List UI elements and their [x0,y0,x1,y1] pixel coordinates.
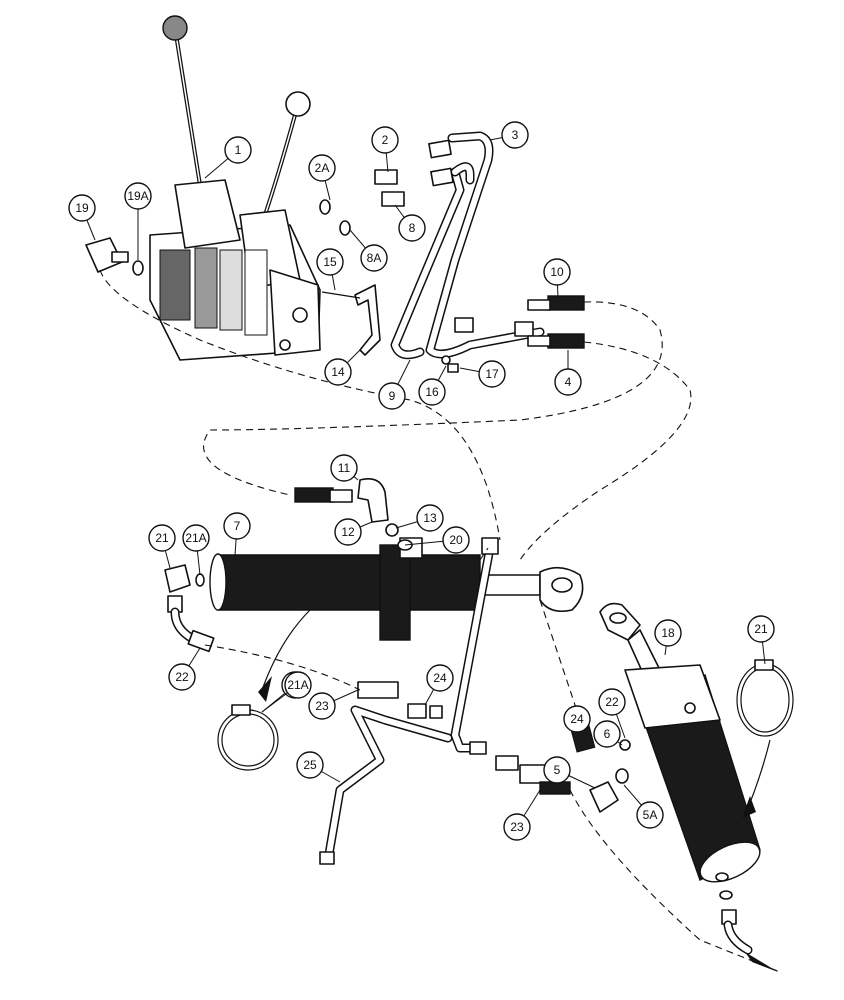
callout-circle [442,526,470,554]
callout-label: 21A [185,531,206,545]
cylinder-left [164,478,584,771]
callout-circle [543,756,571,784]
callout-label: 8 [409,221,416,235]
callout-label: 22 [175,670,189,684]
callout-label: 18 [661,626,675,640]
callout-label: 24 [433,671,447,685]
callout-circle [426,664,454,692]
callout-label: 2A [315,161,330,175]
callout-label: 2 [382,133,389,147]
callout-circle [593,720,621,748]
callout-circle [324,358,352,386]
tube-assembly-lower [319,537,571,865]
callout-circle [360,244,388,272]
callout-label: 3 [512,128,519,142]
callout-circle [747,615,775,643]
callout-label: 24 [570,712,584,726]
callout-label: 1 [235,143,242,157]
callout-label: 21A [287,678,308,692]
callout-label: 23 [315,699,329,713]
callout-label: 11 [338,461,351,475]
callout-circle [308,154,336,182]
callout-circle [148,524,176,552]
callout-circle [563,705,591,733]
callout-circle [224,136,252,164]
hose-routing [99,269,781,973]
tube-assemblies [319,131,585,373]
callout-label: 12 [341,525,355,539]
callout-label: 5 [554,763,561,777]
callout-circle [308,692,336,720]
callout-label: 21 [155,531,169,545]
callout-label: 5A [643,808,658,822]
callout-label: 16 [425,385,439,399]
callout-circle [182,524,210,552]
callout-circle [478,360,506,388]
callout-label: 20 [449,533,463,547]
callout-circle [543,258,571,286]
callout-label: 21 [754,622,768,636]
callout-circle [296,751,324,779]
cylinder-right [568,602,794,955]
callout-label: 13 [423,511,437,525]
callout-label: 14 [331,365,345,379]
callout-label: 22 [605,695,619,709]
callout-label: 15 [323,255,337,269]
control-valve-assembly [85,15,321,361]
callout-circle [416,504,444,532]
callout-circle [378,382,406,410]
callout-circle [503,813,531,841]
callout-circle [398,214,426,242]
callout-circle [330,454,358,482]
callout-circle [418,378,446,406]
callout-label: 9 [389,389,396,403]
callout-circle [501,121,529,149]
callout-label: 6 [604,727,611,741]
callout-circle [598,688,626,716]
callout-circle [554,368,582,396]
callout-circle [636,801,664,829]
callout-circle [371,126,399,154]
callout-label: 19 [75,201,89,215]
callout-circle [284,671,312,699]
callout-label: 4 [565,375,572,389]
callout-circle [68,194,96,222]
callout-label: 10 [550,265,564,279]
callout-circle [168,663,196,691]
callout-circle [316,248,344,276]
callout-label: 23 [510,820,524,834]
callout-circle [334,518,362,546]
callout-label: 25 [303,758,317,772]
callout-circle [223,512,251,540]
callout-circle [124,182,152,210]
callout-label: 19A [127,189,148,203]
callout-label: 7 [234,519,241,533]
callout-label: 17 [485,367,499,381]
callout-label: 8A [367,251,382,265]
callout-circle [654,619,682,647]
